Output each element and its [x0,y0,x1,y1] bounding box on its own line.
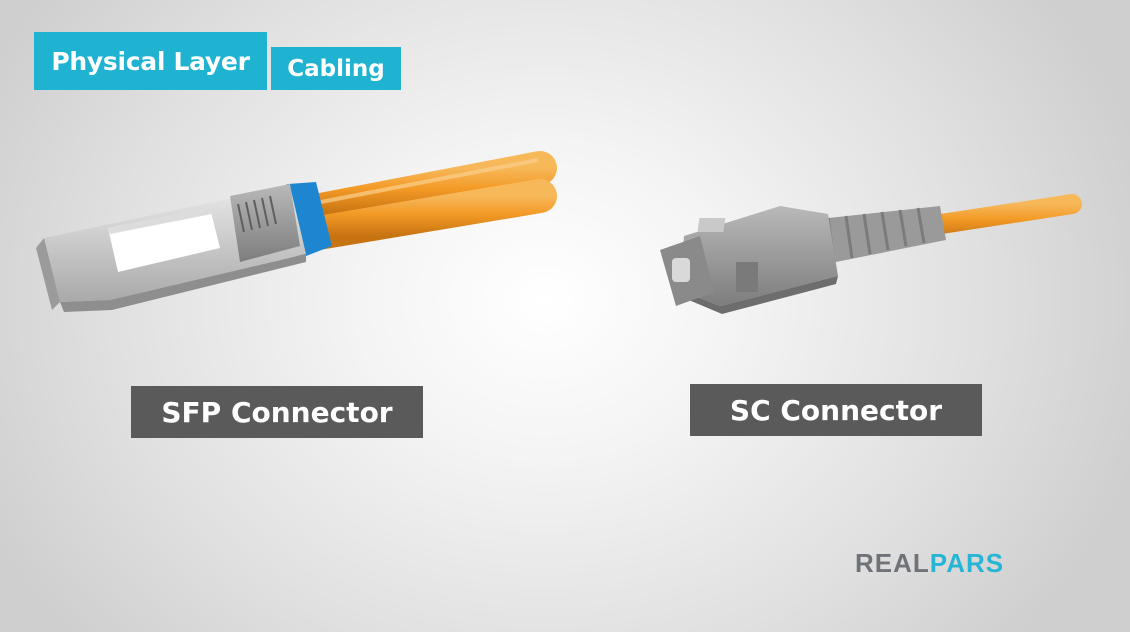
sc-connector-label: SC Connector [690,384,982,436]
sc-connector-icon [660,194,1082,314]
logo-text-pars: PARS [929,547,1005,578]
physical-layer-tag: Physical Layer [34,32,267,90]
sfp-connector-label: SFP Connector [131,386,423,438]
cabling-tag: Cabling [271,47,401,90]
realpars-logo: REAL PARS [855,547,1005,578]
logo-text-real: REAL [855,547,930,578]
sfp-connector-icon [36,151,557,312]
